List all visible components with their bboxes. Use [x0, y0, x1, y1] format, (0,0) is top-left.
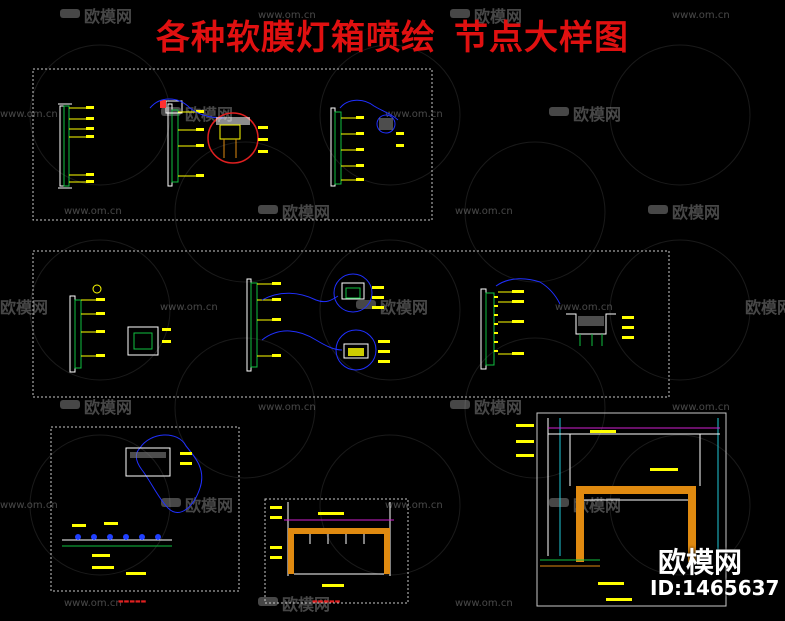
- watermark-url: www.om.cn: [385, 109, 443, 120]
- watermark-url: www.om.cn: [672, 10, 730, 21]
- brand-id: ID:1465637: [650, 576, 780, 600]
- watermark-brand: 欧模网: [0, 298, 48, 317]
- watermark-url: www.om.cn: [672, 402, 730, 413]
- detail-6-section: [480, 278, 634, 370]
- watermark-url: www.om.cn: [455, 206, 513, 217]
- frame-bottom-middle: [264, 498, 409, 604]
- watermark-brand: 欧模网: [282, 595, 330, 614]
- watermark-url: www.om.cn: [555, 302, 613, 313]
- frame-row-2: [32, 250, 670, 398]
- frame-bottom-right: [536, 412, 727, 607]
- watermark-circles: [29, 44, 751, 576]
- watermark-url: www.om.cn: [64, 598, 122, 609]
- detail-1-wall-section: [58, 103, 94, 189]
- watermark-url: www.om.cn: [258, 402, 316, 413]
- watermark-brand: 欧模网: [185, 496, 233, 515]
- frame-row-1: [32, 68, 433, 221]
- watermark-brand: 欧模网: [745, 298, 785, 317]
- watermark-url: www.om.cn: [0, 500, 58, 511]
- watermark-brand: 欧模网: [282, 203, 330, 222]
- detail-7-caption: ▬▬▬▬▬: [118, 598, 147, 605]
- detail-3-section: [330, 99, 404, 187]
- page-title: 各种软膜灯箱喷绘节点大样图: [0, 10, 785, 59]
- watermark-url: www.om.cn: [0, 109, 58, 120]
- detail-5-section: [246, 273, 390, 372]
- watermark-url: www.om.cn: [64, 206, 122, 217]
- detail-4-section: [69, 284, 171, 373]
- watermark-url: www.om.cn: [385, 500, 443, 511]
- frame-bottom-left: [50, 426, 240, 592]
- watermark-brand: 欧模网: [474, 7, 522, 26]
- watermark-url: www.om.cn: [455, 598, 513, 609]
- detail-8-caption: ▬▬▬▬▬: [312, 598, 341, 605]
- watermark-brand: 欧模网: [380, 298, 428, 317]
- watermark-brand: 欧模网: [84, 398, 132, 417]
- detail-8-ceiling-section: ▬▬▬▬▬: [270, 502, 394, 605]
- watermark-texts: www.om.cn www.om.cn 欧模网 欧模网 www.om.cn ww…: [0, 7, 785, 614]
- watermark-url: www.om.cn: [258, 10, 316, 21]
- title-part-1: 各种软膜灯箱喷绘: [156, 18, 436, 58]
- watermark-brand: 欧模网: [474, 398, 522, 417]
- watermark-brand: 欧模网: [84, 7, 132, 26]
- drawing-frames: [32, 68, 727, 607]
- detail-9-large-section: [516, 418, 720, 601]
- title-part-2: 节点大样图: [454, 18, 629, 58]
- brand-name: 欧模网: [658, 546, 743, 579]
- detail-2-lightbox-section: [149, 98, 268, 187]
- watermark-brand: 欧模网: [672, 203, 720, 222]
- detail-7-ceiling-lightbox: ▬▬▬▬▬: [62, 434, 203, 605]
- watermark-url: www.om.cn: [160, 302, 218, 313]
- watermark-brand: 欧模网: [573, 105, 621, 124]
- watermark-brand: 欧模网: [573, 496, 621, 515]
- sofa-logo-icon: [60, 9, 668, 606]
